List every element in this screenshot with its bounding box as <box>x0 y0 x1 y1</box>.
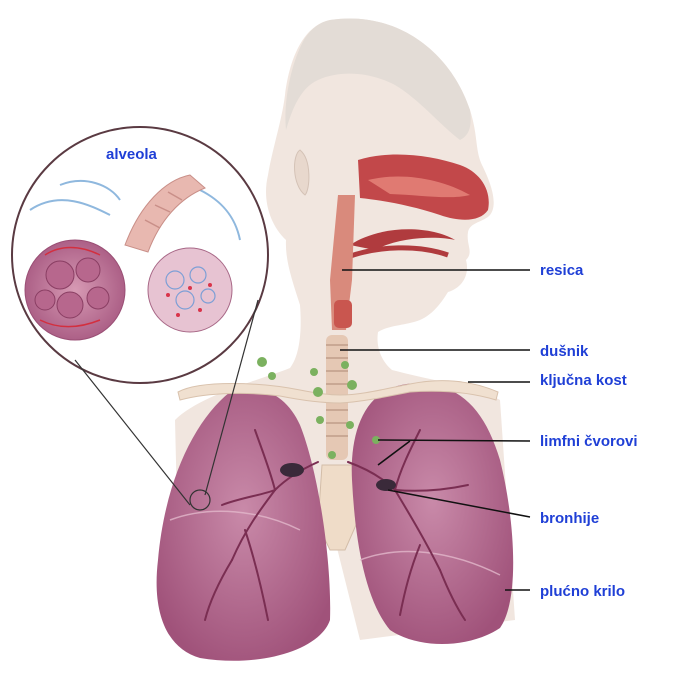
label-dusnik: dušnik <box>540 343 588 361</box>
label-alveola: alveola <box>106 146 157 164</box>
label-resica: resica <box>540 262 583 280</box>
label-bronhije: bronhije <box>540 510 599 528</box>
alveoli-magnifier <box>12 127 268 383</box>
label-plucno-krilo: plućno krilo <box>540 583 625 601</box>
label-limfni-cvorovi: limfni čvorovi <box>540 433 638 451</box>
label-kljucna-kost: ključna kost <box>540 372 627 390</box>
